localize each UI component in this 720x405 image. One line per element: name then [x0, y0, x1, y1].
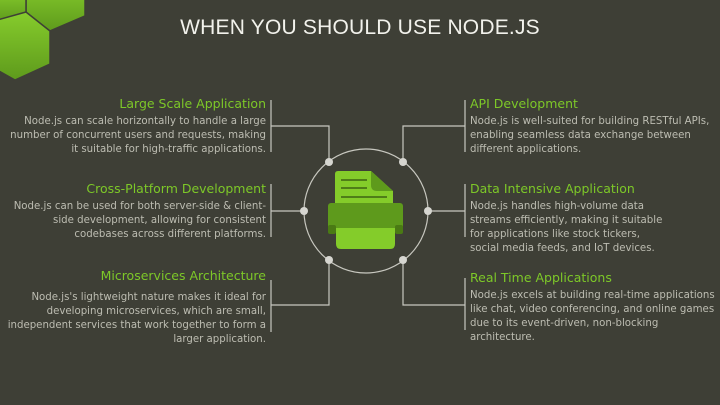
feature-heading: Large Scale Application — [119, 96, 266, 111]
feature-real-time-applications: Real Time Applications Node.js excels at… — [470, 270, 720, 345]
page-title: WHEN YOU SHOULD USE NODE.JS — [180, 16, 540, 39]
feature-description: Node.js handles high-volume data streams… — [470, 201, 663, 254]
feature-cross-platform-development: Cross-Platform Development Node.js can b… — [6, 181, 266, 242]
feature-description: Node.js's lightweight nature makes it id… — [7, 292, 266, 345]
hexagon-decoration — [0, 0, 86, 81]
feature-heading: Data Intensive Application — [470, 181, 635, 196]
printer-document-icon — [328, 171, 403, 249]
feature-description: Node.js excels at building real-time app… — [470, 290, 715, 343]
feature-microservices-architecture: Microservices Architecture Node.js's lig… — [6, 268, 266, 347]
feature-heading: Cross-Platform Development — [86, 181, 266, 196]
feature-heading: Microservices Architecture — [100, 268, 266, 283]
feature-large-scale-application: Large Scale Application Node.js can scal… — [6, 96, 266, 157]
feature-api-development: API Development Node.js is well-suited f… — [470, 96, 710, 157]
feature-heading: API Development — [470, 96, 578, 111]
feature-data-intensive-application: Data Intensive Application Node.js handl… — [470, 181, 670, 256]
feature-description: Node.js is well-suited for building REST… — [470, 116, 710, 155]
feature-description: Node.js can scale horizontally to handle… — [10, 116, 266, 155]
feature-description: Node.js can be used for both server-side… — [13, 201, 266, 240]
feature-heading: Real Time Applications — [470, 270, 612, 285]
